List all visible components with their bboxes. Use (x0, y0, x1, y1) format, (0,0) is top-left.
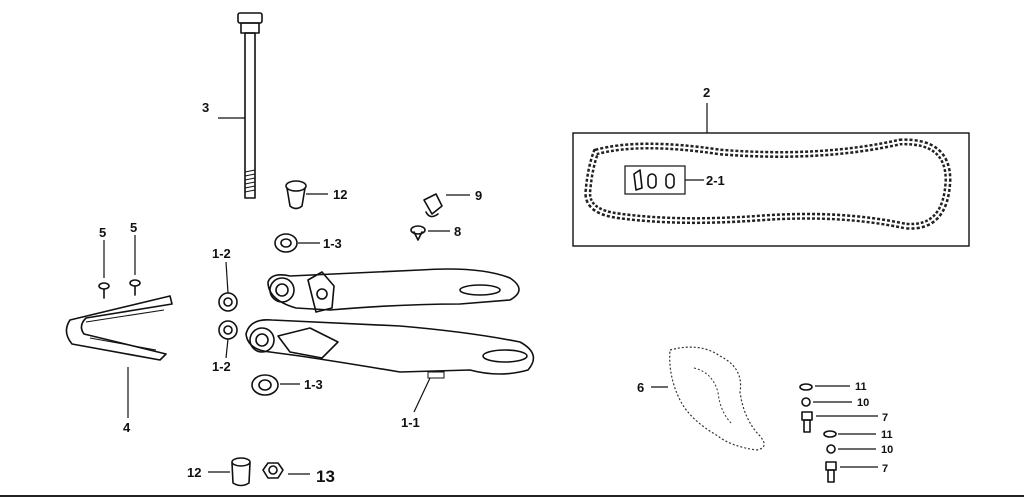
spacer-bottom (218, 320, 238, 340)
sprocket-guard (669, 346, 765, 451)
label-2: 2 (703, 85, 710, 100)
chain-slider (65, 295, 173, 361)
swingarm (245, 268, 535, 379)
washer-10-top (801, 397, 811, 407)
axle-bolt (237, 12, 263, 199)
bearing-top (274, 233, 298, 253)
chain-clip (423, 193, 443, 218)
label-10-bottom: 10 (881, 444, 893, 456)
label-3: 3 (202, 100, 209, 115)
washer-11-top (799, 383, 813, 391)
drive-chain (584, 138, 952, 230)
label-10-top: 10 (857, 397, 869, 409)
label-1-2-top: 1-2 (212, 246, 231, 261)
label-1-3-bottom: 1-3 (304, 377, 323, 392)
slider-screw-right (129, 279, 141, 296)
chain-frame (572, 132, 970, 247)
bushing-top (285, 180, 307, 210)
bolt-7-top (801, 411, 813, 433)
label-1-3-top: 1-3 (323, 236, 342, 251)
small-screw (410, 225, 426, 241)
label-5-left: 5 (99, 225, 106, 240)
label-1-1: 1-1 (401, 415, 420, 430)
bolt-7-bottom (825, 461, 837, 483)
bushing-bottom (231, 457, 251, 487)
label-7-top: 7 (882, 412, 888, 424)
label-4: 4 (123, 420, 131, 435)
label-11-top: 11 (855, 381, 867, 393)
chain-link-set (624, 165, 686, 195)
axle-nut (262, 462, 284, 479)
label-6: 6 (637, 380, 644, 395)
label-2-1: 2-1 (706, 173, 725, 188)
label-13: 13 (316, 467, 335, 486)
slider-screw-left (98, 282, 110, 299)
label-1-2-bottom: 1-2 (212, 359, 231, 374)
spacer-top (218, 292, 238, 312)
label-12-bottom: 12 (187, 465, 201, 480)
washer-11-bottom (823, 430, 837, 438)
label-5-right: 5 (130, 220, 137, 235)
label-11-bottom: 11 (881, 429, 893, 441)
label-7-bottom: 7 (882, 463, 888, 475)
washer-10-bottom (826, 444, 836, 454)
label-8: 8 (454, 224, 461, 239)
bearing-bottom (251, 374, 279, 396)
label-9: 9 (475, 188, 482, 203)
label-12-top: 12 (333, 187, 347, 202)
